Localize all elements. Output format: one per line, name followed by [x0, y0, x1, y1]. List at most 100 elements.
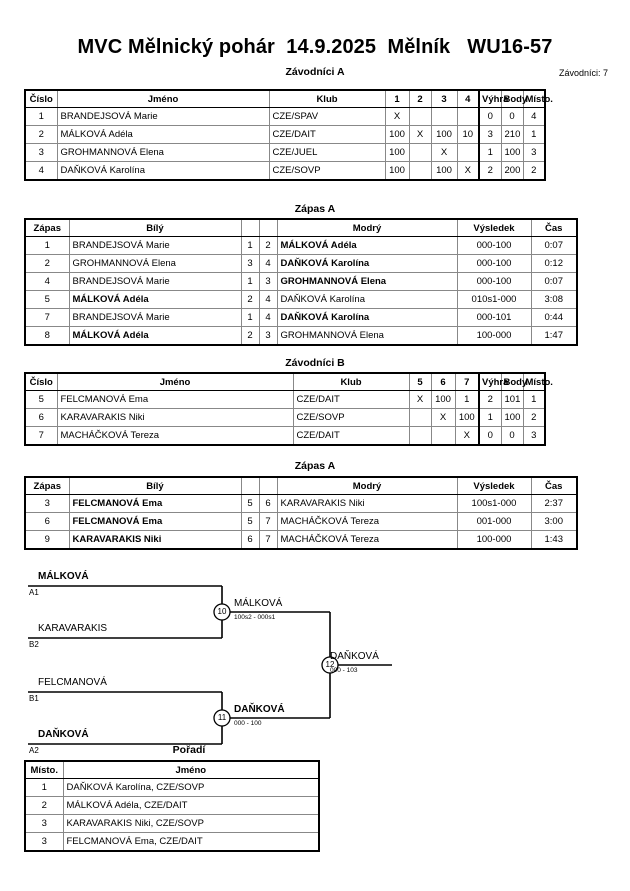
competitor-number: 6	[24, 408, 58, 427]
blue-number: 3	[258, 272, 278, 291]
white-competitor: MÁLKOVÁ Adéla	[68, 290, 242, 309]
bracket-entry-name-2: FELCMANOVÁ	[38, 677, 107, 688]
competitor-club: CZE/SOVP	[268, 161, 386, 181]
elimination-bracket: MÁLKOVÁ A1 KARAVARAKIS B2 FELCMANOVÁ B1 …	[0, 560, 630, 755]
wins-cell: 2	[478, 390, 502, 409]
match-time: 3:08	[530, 290, 578, 309]
match-result: 001-000	[456, 512, 532, 531]
match-number: 6	[24, 512, 70, 531]
result-cell-2: 1	[454, 390, 480, 409]
match-result: 100-000	[456, 530, 532, 550]
white-number: 5	[240, 512, 260, 531]
competitor-name: MACHÁČKOVÁ Tereza	[56, 426, 294, 446]
competitor-club: CZE/DAIT	[292, 390, 410, 409]
match-time: 0:07	[530, 236, 578, 255]
standing-place: 3	[24, 814, 64, 833]
competitor-name: DAŇKOVÁ Karolína	[56, 161, 270, 181]
result-cell-1: 100	[430, 390, 456, 409]
white-number: 5	[240, 494, 260, 513]
wins-cell: 1	[478, 143, 502, 162]
col-opp-5: 5	[408, 372, 432, 391]
match-result: 100-000	[456, 326, 532, 346]
col-bily: Bílý	[68, 218, 242, 237]
result-cell-2: 100	[430, 161, 458, 181]
col-opp-7: 7	[454, 372, 480, 391]
standing-name: DAŇKOVÁ Karolína, CZE/SOVP	[62, 778, 320, 797]
result-cell-3	[456, 143, 480, 162]
blue-number: 3	[258, 326, 278, 346]
competitor-number: 3	[24, 143, 58, 162]
match-number: 1	[24, 236, 70, 255]
result-cell-3: X	[456, 161, 480, 181]
competitor-number: 1	[24, 107, 58, 126]
match-time: 0:44	[530, 308, 578, 327]
competitor-number: 4	[24, 161, 58, 181]
col-jmeno: Jméno	[56, 89, 270, 108]
result-cell-1	[408, 143, 432, 162]
col-misto: Místo.	[522, 89, 553, 108]
col-misto: Místo.	[522, 372, 553, 391]
match-time: 0:12	[530, 254, 578, 273]
competitor-club: CZE/DAIT	[268, 125, 386, 144]
col-vyhra: Výhra	[478, 372, 508, 391]
standing-name: MÁLKOVÁ Adéla, CZE/DAIT	[62, 796, 320, 815]
wins-cell: 1	[478, 408, 502, 427]
bracket-lines	[28, 585, 392, 745]
blue-competitor: DAŇKOVÁ Karolína	[276, 308, 458, 327]
col-vyhra: Výhra	[478, 89, 508, 108]
blue-competitor: MACHÁČKOVÁ Tereza	[276, 512, 458, 531]
wins-cell: 3	[478, 125, 502, 144]
match-result: 000-101	[456, 308, 532, 327]
standings-caption: Pořadí	[172, 744, 206, 756]
col-cas: Čas	[530, 218, 578, 237]
col-klub: Klub	[292, 372, 410, 391]
col-vysledek: Výsledek	[456, 218, 532, 237]
white-competitor: MÁLKOVÁ Adéla	[68, 326, 242, 346]
col-cislo: Číslo	[24, 372, 58, 391]
blue-competitor: GROHMANNOVÁ Elena	[276, 326, 458, 346]
result-cell-2: 100	[430, 125, 458, 144]
col-zapas: Zápas	[24, 218, 70, 237]
matches-a-caption: Zápas A	[294, 203, 336, 215]
col-jmeno: Jméno	[62, 760, 320, 779]
result-cell-2: X	[454, 426, 480, 446]
header-subtitle: Závodníci A	[285, 66, 345, 78]
col-bily-num	[240, 218, 260, 237]
result-cell-1	[430, 426, 456, 446]
white-number: 1	[240, 236, 260, 255]
points-cell: 101	[500, 390, 524, 409]
standing-name: KARAVARAKIS Niki, CZE/SOVP	[62, 814, 320, 833]
bracket-entry-seed-0: A1	[29, 588, 39, 597]
pool-a-table: Číslo Jméno Klub 1 2 3 4 Výhra Body Míst…	[24, 89, 553, 181]
rank-cell: 3	[522, 143, 546, 162]
match-time: 1:47	[530, 326, 578, 346]
result-cell-3	[456, 107, 480, 126]
blue-number: 2	[258, 236, 278, 255]
col-opp-6: 6	[430, 372, 456, 391]
white-competitor: FELCMANOVÁ Ema	[68, 494, 242, 513]
blue-number: 4	[258, 308, 278, 327]
white-competitor: FELCMANOVÁ Ema	[68, 512, 242, 531]
competitor-name: KARAVARAKIS Niki	[56, 408, 294, 427]
match-time: 2:37	[530, 494, 578, 513]
result-cell-3: 10	[456, 125, 480, 144]
